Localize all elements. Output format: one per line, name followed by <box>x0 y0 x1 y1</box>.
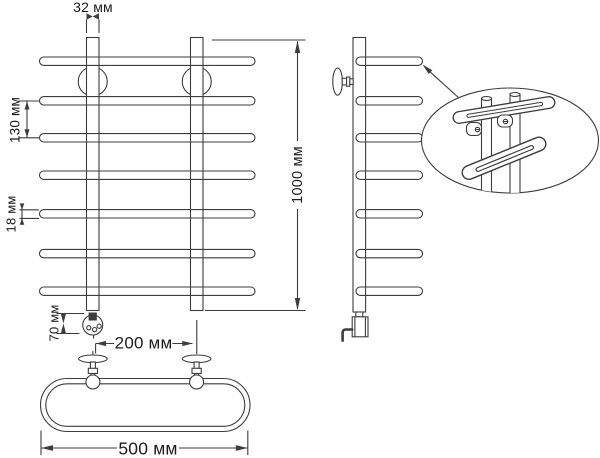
dimension-200mm <box>95 320 198 354</box>
dimension-500mm <box>40 430 249 455</box>
dimension-130mm <box>18 100 40 139</box>
detail-arrow-icon <box>422 64 433 74</box>
front-rungs <box>38 56 256 296</box>
dim-label-post-width: 32 мм <box>73 0 113 15</box>
dimension-1000mm <box>205 39 306 312</box>
front-post-right <box>189 36 204 312</box>
dim-label-overall-width: 500 мм <box>118 437 178 458</box>
top-loop-inner <box>45 383 246 427</box>
top-mount-right <box>181 354 212 390</box>
front-view <box>38 36 256 339</box>
side-view <box>332 36 424 342</box>
side-post <box>352 36 367 313</box>
side-heating-element <box>341 311 369 342</box>
front-post-left <box>85 36 100 312</box>
top-view <box>39 351 251 433</box>
dim-label-rung-spacing: 130 мм <box>7 96 23 143</box>
dim-label-tube-diameter: 18 мм <box>3 195 18 232</box>
dim-label-overall-height: 1000 мм <box>289 146 306 204</box>
dimension-18mm <box>19 203 39 225</box>
side-wall-mount <box>332 67 354 96</box>
dimension-32mm <box>85 13 100 33</box>
dimension-70mm <box>56 312 84 335</box>
top-mount-left <box>78 351 108 390</box>
power-cable <box>341 328 354 342</box>
dim-label-bottom-offset: 70 мм <box>46 304 62 341</box>
dim-label-connection-spacing: 200 мм <box>114 333 173 353</box>
detail-contents <box>452 91 556 193</box>
detail-callout <box>420 64 600 194</box>
detail-leader-line <box>429 71 460 99</box>
front-connector <box>82 312 104 339</box>
